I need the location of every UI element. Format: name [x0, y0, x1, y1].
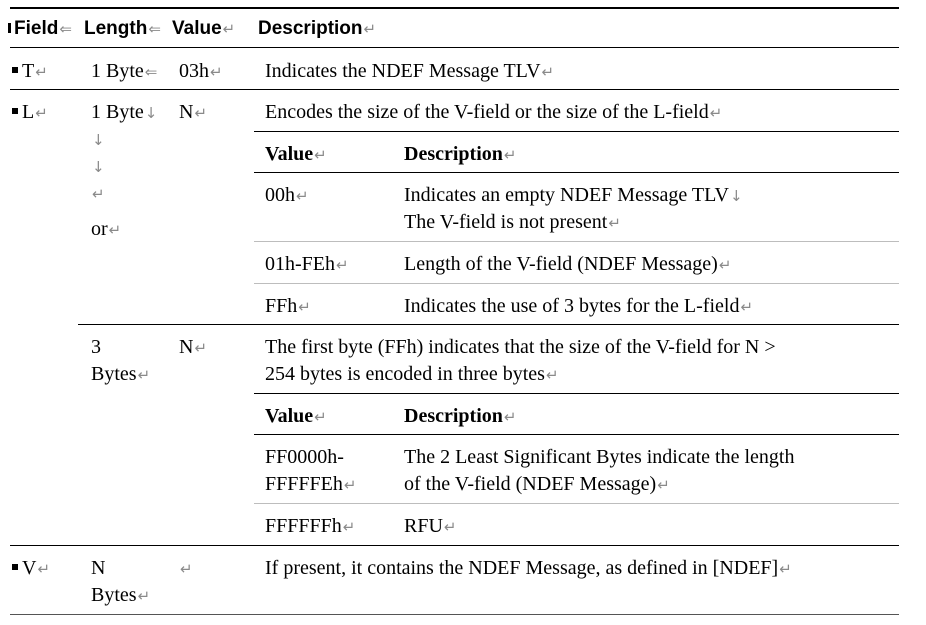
sub2-row1-bottom-rule: [254, 503, 899, 504]
sub2-row1-value-line1: FF0000h-: [265, 446, 344, 468]
sub1-row1-value: 00h↵: [265, 184, 309, 206]
l-row-length-mark-1: ↓: [92, 131, 105, 149]
v-row-length-line1: N: [91, 557, 106, 579]
sub1-row3-description: Indicates the use of 3 bytes for the L-f…: [404, 295, 754, 317]
sub2-row2-description: RFU↵: [404, 515, 457, 537]
sub1-row2-description: Length of the V-field (NDEF Message)↵: [404, 253, 732, 275]
header-value: Value↵: [172, 18, 236, 39]
v-row-value: ↵: [180, 560, 193, 578]
l-row-length-mark-2: ↓: [92, 158, 105, 176]
l-row-field: L↵: [12, 99, 48, 127]
header-length: Length⇐: [84, 18, 161, 39]
header-bottom-rule: [10, 47, 899, 48]
l-row-value-3bytes: N↵: [179, 336, 208, 358]
t-row-bottom-rule: [10, 89, 899, 90]
header-description: Description↵: [258, 18, 377, 39]
v-row-length-line2: Bytes↵: [91, 584, 151, 606]
l-block-divider-rule: [78, 324, 899, 325]
sub2-header-value: Value↵: [265, 405, 327, 427]
sub1-row1-description-line2: The V-field is not present↵: [404, 211, 621, 233]
l-row-length-1byte: 1 Byte↓: [91, 101, 158, 123]
v-row-field: V↵: [12, 555, 50, 583]
l-row-length-3bytes-line1: 3: [91, 336, 101, 358]
t-row-value: 03h↵: [179, 60, 223, 82]
sub1-header-top-rule: [254, 131, 899, 132]
sub2-row1-description-line2: of the V-field (NDEF Message)↵: [404, 473, 670, 495]
sub2-row1-description-line1: The 2 Least Significant Bytes indicate t…: [404, 446, 795, 468]
l-row-bottom-rule: [10, 545, 899, 546]
v-row-description: If present, it contains the NDEF Message…: [265, 557, 792, 579]
table-top-rule: [10, 7, 899, 9]
sub2-row2-value: FFFFFFh↵: [265, 515, 356, 537]
sub1-row2-value: 01h-FEh↵: [265, 253, 349, 275]
table-bottom-rule: [10, 614, 899, 615]
sub1-row2-bottom-rule: [254, 283, 899, 284]
l-row-length-3bytes-line2: Bytes↵: [91, 363, 151, 385]
l-row-length-or: or↵: [91, 218, 122, 240]
sub2-row1-value-line2: FFFFFEh↵: [265, 473, 357, 495]
sub2-header-bottom-rule: [254, 434, 899, 435]
t-row-description: Indicates the NDEF Message TLV↵: [265, 60, 555, 82]
sub2-header-top-rule: [254, 393, 899, 394]
sub1-row1-bottom-rule: [254, 241, 899, 242]
sub1-row1-description-line1: Indicates an empty NDEF Message TLV↓: [404, 184, 743, 206]
l-row-length-mark-3: ↵: [92, 185, 105, 203]
l-row-description-3bytes-line1: The first byte (FFh) indicates that the …: [265, 336, 776, 358]
l-row-value-1byte: N↵: [179, 101, 208, 123]
sub1-header-description: Description↵: [404, 143, 517, 165]
sub2-header-description: Description↵: [404, 405, 517, 427]
sub1-header-value: Value↵: [265, 143, 327, 165]
t-row-length: 1 Byte⇐: [91, 60, 158, 82]
header-field: Field⇐: [8, 16, 72, 42]
sub1-header-bottom-rule: [254, 172, 899, 173]
t-row-field: T↵: [12, 58, 48, 86]
l-row-description-1byte: Encodes the size of the V-field or the s…: [265, 101, 723, 123]
l-row-description-3bytes-line2: 254 bytes is encoded in three bytes↵: [265, 363, 559, 385]
sub1-row3-value: FFh↵: [265, 295, 311, 317]
